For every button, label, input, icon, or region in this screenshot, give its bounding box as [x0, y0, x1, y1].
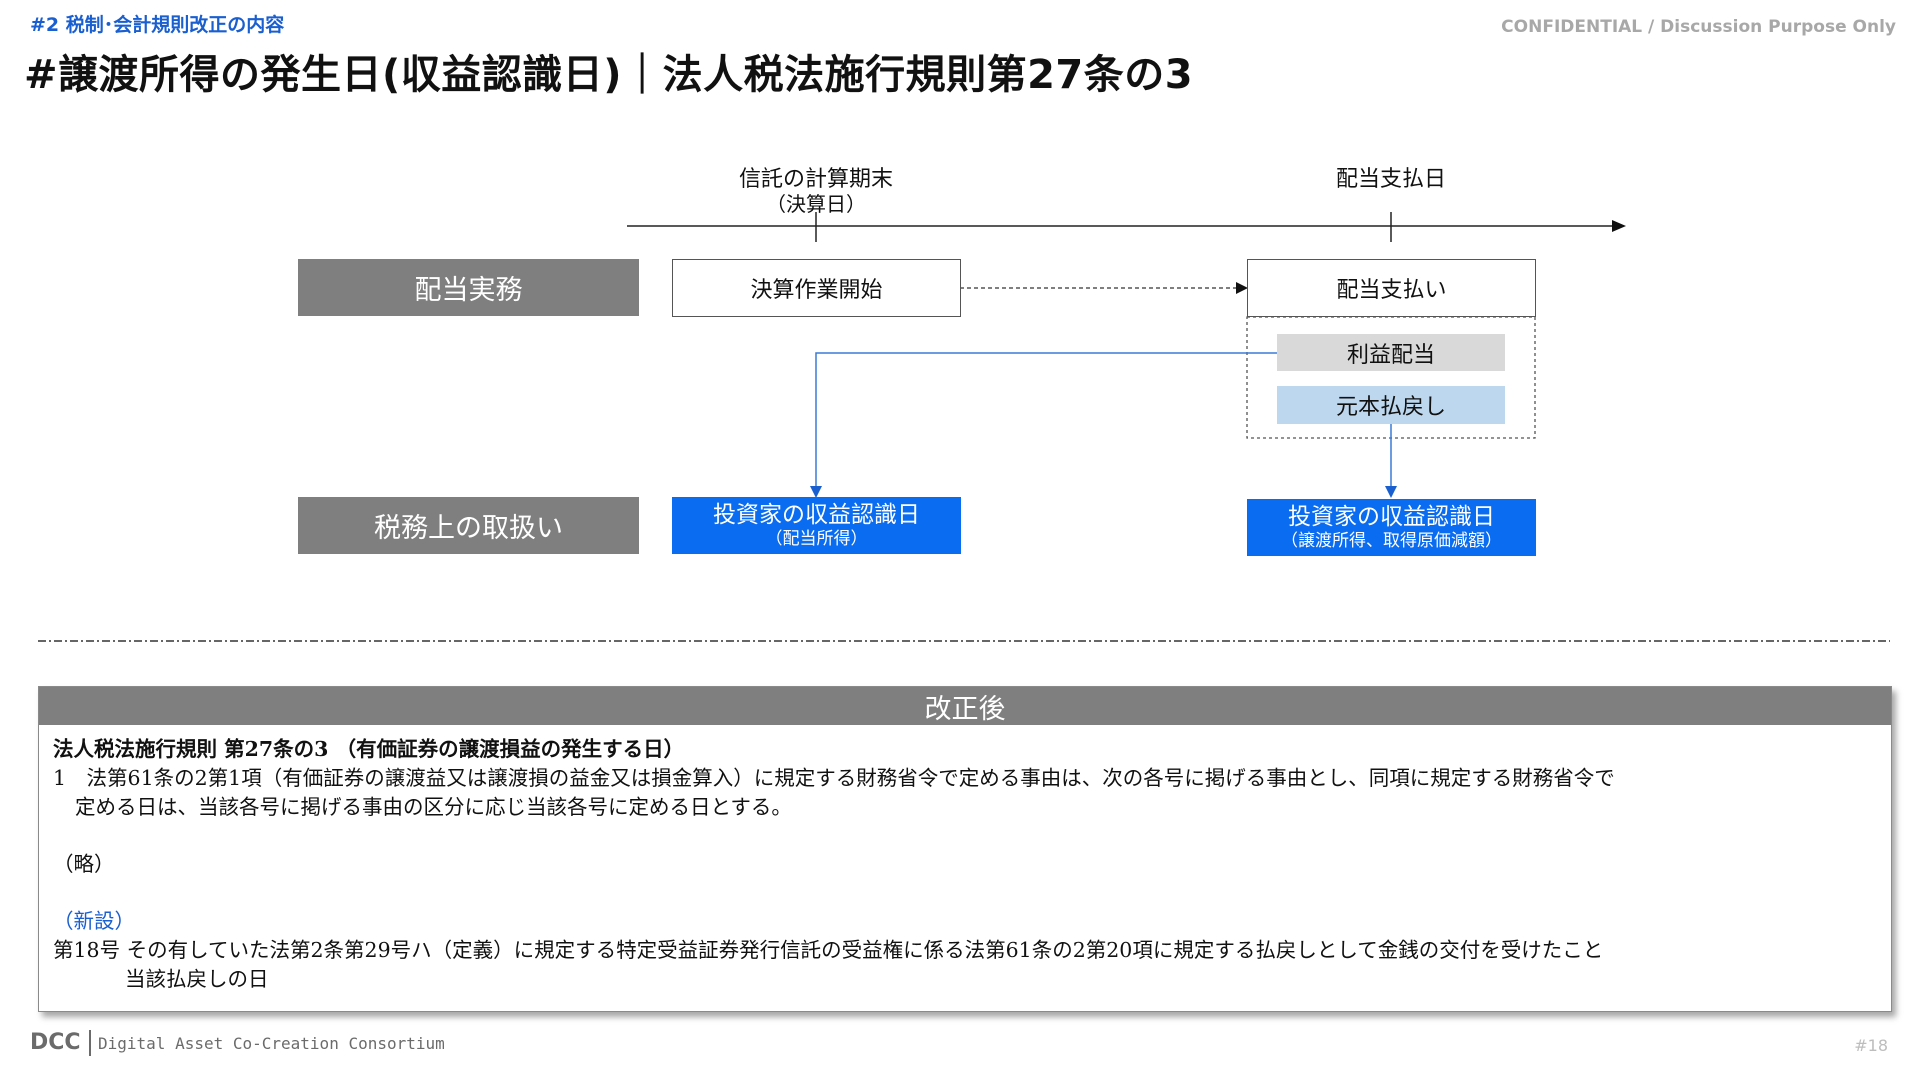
item-18-line-2: 当該払戻しの日 — [125, 967, 269, 991]
investor-recognition-dividend-main: 投資家の収益認識日 — [713, 502, 920, 528]
paragraph-1-line-1: 1 法第61条の2第1項（有価証券の譲渡益又は譲渡損の益金又は損金算入）に規定す… — [53, 766, 1615, 790]
investor-recognition-transfer-main: 投資家の収益認識日 — [1288, 504, 1495, 530]
panel-body: 法人税法施行規則 第27条の3 （有価証券の譲渡損益の発生する日） 1 法第61… — [39, 725, 1891, 994]
timeline-point-fiscal-end-sub: （決算日） — [766, 192, 866, 216]
timeline-point-fiscal-end: 信託の計算期末 — [738, 167, 893, 192]
item-18-line-1: 第18号 その有していた法第2条第29号ハ（定義）に規定する特定受益証券発行信託… — [53, 938, 1604, 962]
flow-diagram — [627, 212, 1626, 498]
principal-refund-box: 元本払戻し — [1277, 386, 1505, 424]
regulation-panel: 改正後 法人税法施行規則 第27条の3 （有価証券の譲渡損益の発生する日） 1 … — [38, 686, 1892, 1012]
page-title: #譲渡所得の発生日(収益認識日)｜法人税法施行規則第27条の3 — [24, 52, 1194, 98]
profit-distribution-box: 利益配当 — [1277, 334, 1505, 371]
footer-logo: DCC — [30, 1030, 81, 1055]
row-label-tax-treatment: 税務上の取扱い — [298, 497, 639, 554]
footer-logo-divider — [89, 1030, 91, 1056]
row-label-dividend-practice: 配当実務 — [298, 259, 639, 316]
investor-recognition-dividend-sub: （配当所得） — [765, 529, 868, 549]
footer-org-name: Digital Asset Co-Creation Consortium — [98, 1034, 445, 1053]
page-number: #18 — [1854, 1036, 1888, 1055]
investor-recognition-transfer-box: 投資家の収益認識日 （譲渡所得、取得原価減額） — [1247, 499, 1536, 556]
investor-recognition-dividend-box: 投資家の収益認識日 （配当所得） — [672, 497, 961, 554]
confidential-label: CONFIDENTIAL / Discussion Purpose Only — [1501, 17, 1896, 37]
section-tag: #2 税制･会計規則改正の内容 — [30, 14, 285, 36]
timeline-point-payment-date: 配当支払日 — [1335, 167, 1446, 192]
omitted-note: （略） — [53, 852, 115, 876]
panel-header: 改正後 — [39, 687, 1891, 725]
paragraph-1-line-2: 定める日は、当該各号に掲げる事由の区分に応じ当該各号に定める日とする。 — [75, 795, 792, 819]
settlement-start-box: 決算作業開始 — [672, 259, 961, 317]
new-provision-label: （新設） — [53, 909, 135, 933]
profit-to-dividend-income-connector — [815, 352, 1277, 488]
law-title: 法人税法施行規則 第27条の3 （有価証券の譲渡損益の発生する日） — [53, 737, 685, 761]
timeline-arrowhead — [1612, 220, 1626, 232]
investor-recognition-transfer-sub: （譲渡所得、取得原価減額） — [1281, 531, 1502, 551]
section-divider — [38, 640, 1890, 642]
dividend-payment-box: 配当支払い — [1247, 259, 1536, 317]
